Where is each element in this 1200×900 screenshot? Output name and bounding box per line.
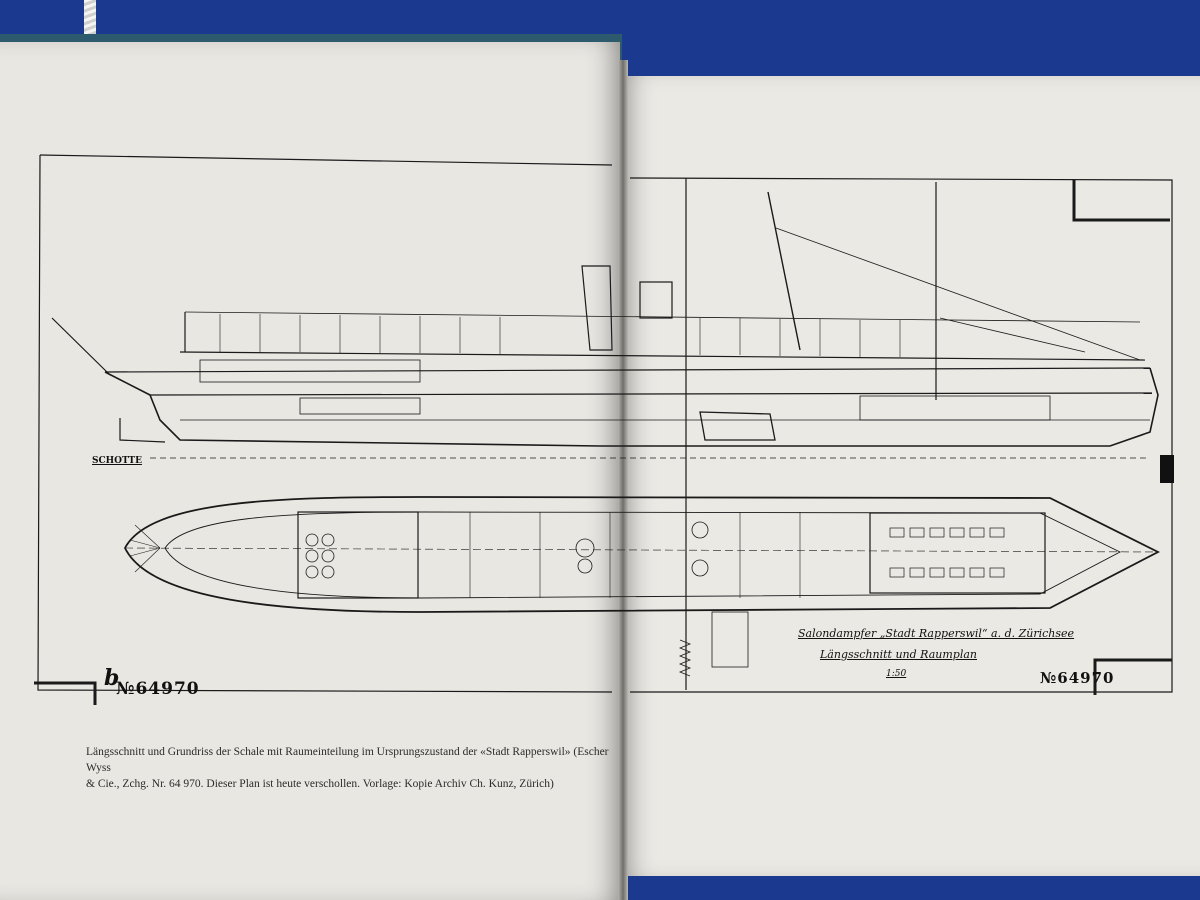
plan-title: Salondampfer „Stadt Rapperswil“ a. d. Zü…	[798, 627, 1075, 640]
plan-section-label: SCHOTTE	[92, 456, 142, 466]
plan-number-left-text: №64970	[116, 679, 200, 699]
book-gutter	[618, 60, 628, 900]
plan-number-left: b №64970	[104, 665, 200, 699]
plan-subtitle: Längsschnitt und Raumplan	[820, 648, 977, 661]
plan-scale: 1:50	[886, 669, 907, 679]
plan-number-prefix: b	[104, 665, 121, 691]
right-page	[626, 76, 1200, 876]
caption-line-2: & Cie., Zchg. Nr. 64 970. Dieser Plan is…	[86, 778, 554, 790]
bookmark-cord	[84, 0, 96, 44]
figure-caption: Längsschnitt und Grundriss der Schale mi…	[86, 744, 616, 792]
left-page	[0, 42, 620, 900]
caption-line-1: Längsschnitt und Grundriss der Schale mi…	[86, 746, 609, 774]
plan-number-right: №64970	[1040, 669, 1115, 687]
